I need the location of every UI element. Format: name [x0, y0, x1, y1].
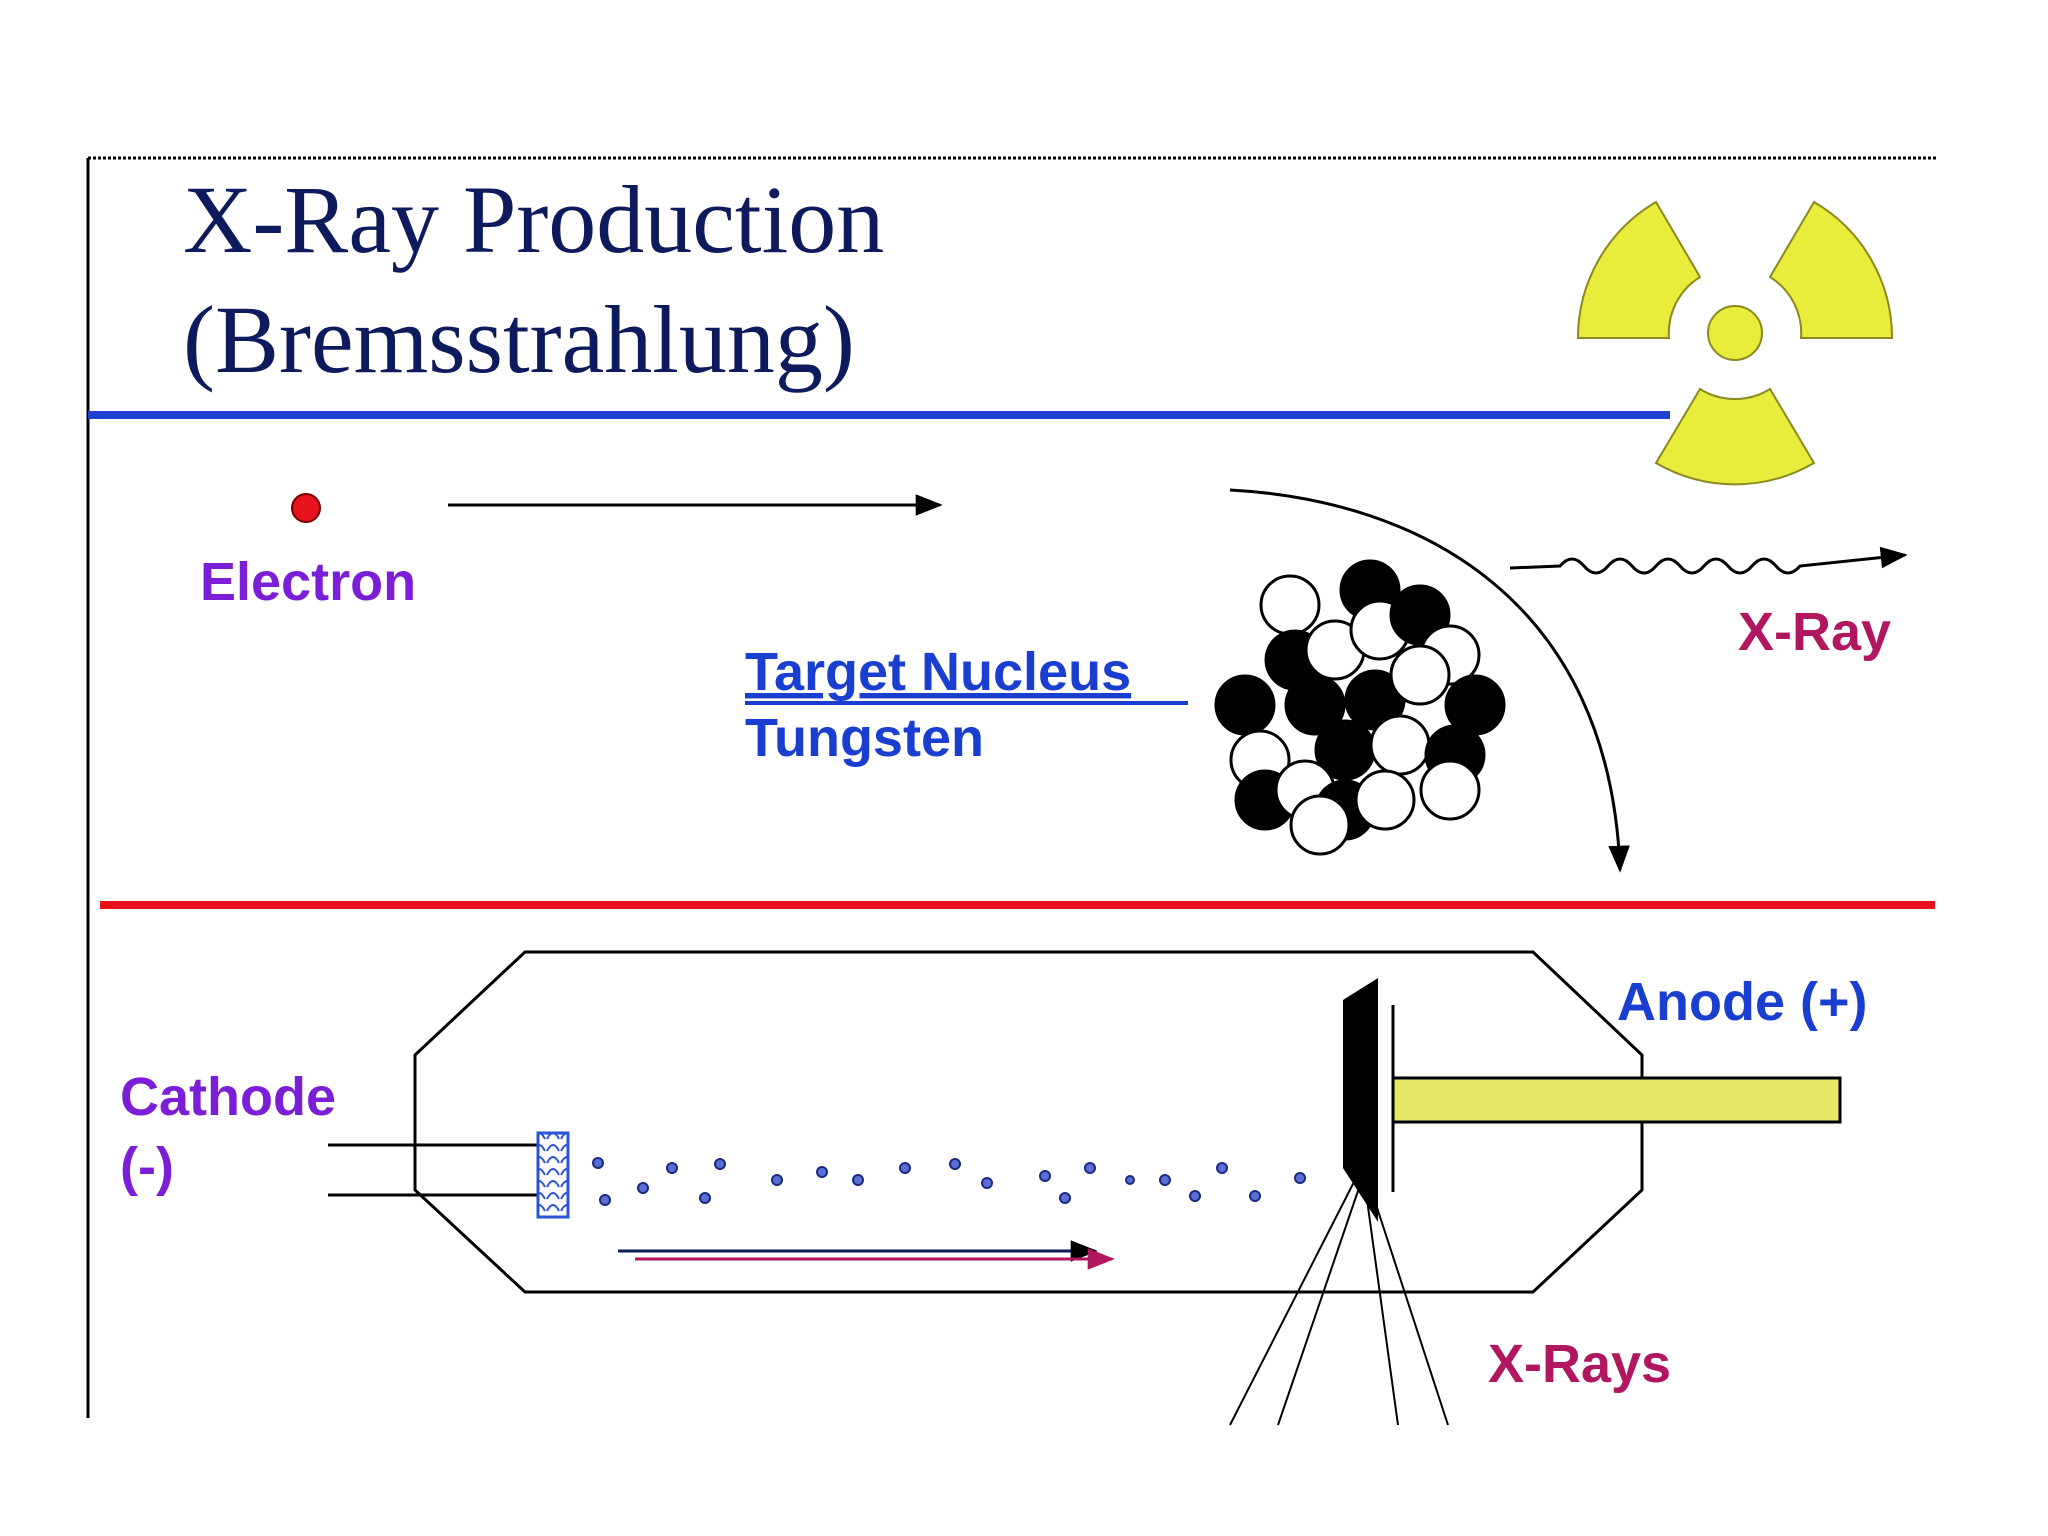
trefoil-blade-bottom: [1654, 387, 1816, 486]
stream-electron: [666, 1162, 678, 1174]
xray-ray: [1364, 1184, 1399, 1426]
stream-electron: [1294, 1172, 1306, 1184]
stream-electron: [852, 1174, 864, 1186]
anode-rod: [1391, 1076, 1842, 1124]
deflected-electron-arrow: [1229, 488, 1630, 873]
trefoil-blade-right: [1768, 200, 1894, 339]
trefoil-blade-left: [1576, 200, 1702, 339]
nucleon: [1419, 759, 1481, 821]
title-line-2: (Bremsstrahlung): [183, 286, 855, 393]
stream-electron: [599, 1194, 611, 1206]
stream-electron: [816, 1166, 828, 1178]
stream-electron: [699, 1192, 711, 1204]
nucleon: [1369, 714, 1431, 776]
emitted-xray-lines: [1229, 1179, 1449, 1426]
nucleon: [1259, 574, 1321, 636]
stream-electron: [1125, 1175, 1135, 1185]
stream-electron: [1059, 1192, 1071, 1204]
nucleon: [1284, 674, 1346, 736]
title-line-1: X-Ray Production: [183, 166, 884, 273]
stream-electron: [1249, 1190, 1261, 1202]
xray-label: X-Ray: [1738, 602, 1891, 662]
stream-electron: [637, 1182, 649, 1194]
stream-electron: [949, 1158, 961, 1170]
xray-ray: [1229, 1179, 1356, 1426]
xrays-label: X-Rays: [1488, 1334, 1671, 1394]
electron-label: Electron: [200, 552, 416, 612]
tungsten-label: Tungsten: [745, 708, 984, 768]
electron-stream: [592, 1157, 1306, 1206]
anode-label: Anode (+): [1617, 972, 1868, 1032]
stream-electron: [771, 1174, 783, 1186]
anode-target: [1343, 978, 1378, 1222]
stream-electron: [981, 1177, 993, 1189]
stream-electron: [592, 1157, 604, 1169]
target-nucleus-label: Target Nucleus: [745, 642, 1131, 702]
xray-wave-arrow: [1509, 546, 1908, 575]
electron-dot: [291, 493, 321, 523]
stream-electron: [1216, 1162, 1228, 1174]
cathode-filament: [536, 1131, 570, 1219]
xray-tube-envelope: [413, 950, 1644, 1294]
stream-electron: [1084, 1162, 1096, 1174]
stream-electron: [1189, 1190, 1201, 1202]
stream-electron: [714, 1158, 726, 1170]
nucleon: [1389, 644, 1451, 706]
xray-ray: [1277, 1184, 1361, 1426]
tungsten-nucleus: [1214, 559, 1506, 856]
xray-ray: [1367, 1179, 1449, 1426]
stream-electron: [1159, 1174, 1171, 1186]
nucleon: [1214, 674, 1276, 736]
radiation-trefoil-icon: [1576, 200, 1894, 486]
nucleon: [1289, 794, 1351, 856]
stream-electron: [1039, 1170, 1051, 1182]
stream-electron: [899, 1162, 911, 1174]
trefoil-center: [1707, 305, 1763, 361]
nucleon: [1354, 769, 1416, 831]
cathode-sign-label: (-): [120, 1137, 174, 1197]
cathode-label: Cathode: [120, 1067, 336, 1127]
